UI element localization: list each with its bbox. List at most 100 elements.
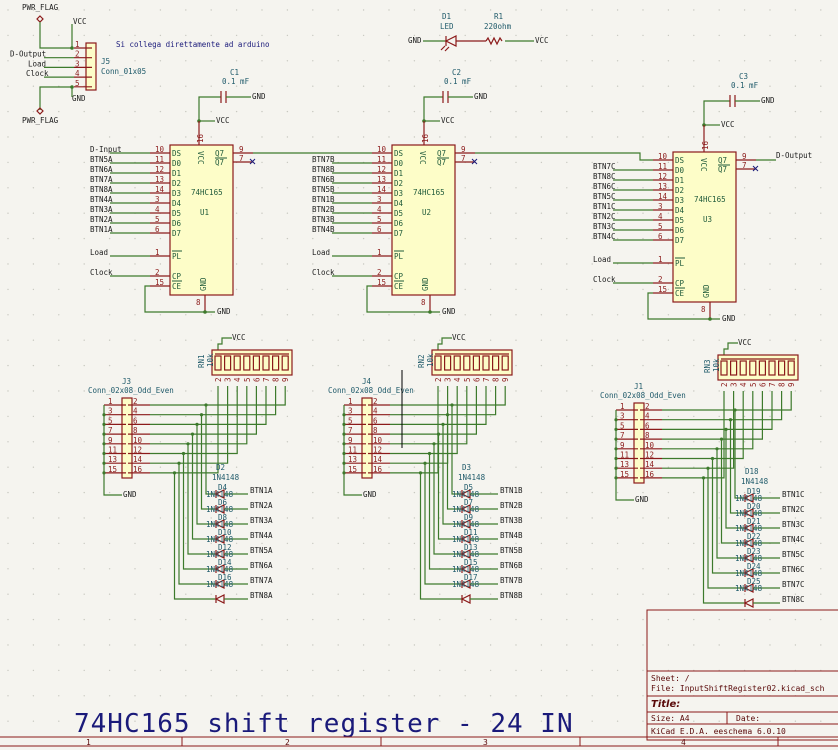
ic-pin-name: CP <box>172 272 182 281</box>
grid-dot <box>667 314 670 316</box>
ic-net-label: D-Input <box>90 145 122 154</box>
btn-net-label: BTN3B <box>500 516 523 525</box>
grid-dot <box>794 212 797 214</box>
grid-dot <box>235 212 238 214</box>
grid-dot <box>464 212 466 214</box>
grid-dot <box>591 695 593 697</box>
grid-dot <box>83 364 85 367</box>
grid-dot <box>83 263 85 265</box>
grid-dot <box>210 136 212 138</box>
conn-pin-number: 11 <box>620 451 629 460</box>
conn-gnd-label: GND <box>363 490 377 499</box>
grid-dot <box>261 593 263 595</box>
wire <box>187 443 216 555</box>
grid-dot <box>159 568 162 570</box>
btn-net-label: BTN1B <box>500 486 523 495</box>
grid-dot <box>7 237 9 240</box>
cap-gnd-label: GND <box>474 92 488 101</box>
grid-dot <box>591 466 593 468</box>
led-resistor-block[interactable]: D1 LED R1 220ohm GND VCC <box>408 12 549 52</box>
grid-dot <box>769 593 771 595</box>
grid-dot <box>362 136 365 138</box>
grid-dot <box>642 339 644 341</box>
grid-dot <box>159 720 162 722</box>
grid-dot <box>58 34 60 37</box>
grid-dot <box>337 441 339 443</box>
grid-dot <box>794 339 797 341</box>
grid-dot <box>388 491 390 494</box>
grid-dot <box>83 466 85 468</box>
btn-net-label: BTN7C <box>782 580 805 589</box>
grid-dot <box>134 85 136 87</box>
grid-dot <box>515 517 517 519</box>
grid-dot <box>261 212 263 214</box>
grid-dot <box>566 136 568 138</box>
grid-dot <box>642 110 644 113</box>
grid-dot <box>108 695 111 697</box>
grid-dot <box>540 60 543 62</box>
ic-net-label: BTN6A <box>90 165 113 174</box>
grid-dot <box>312 263 314 265</box>
grid-dot <box>540 390 543 392</box>
grid-dot <box>7 644 9 646</box>
conn-pin-number: 1 <box>620 402 625 411</box>
grid-dot <box>693 9 695 11</box>
grid-dot <box>58 110 60 113</box>
conn-pin-number: 2 <box>133 397 138 406</box>
grid-dot <box>540 542 543 545</box>
grid-dot <box>439 136 441 138</box>
grid-dot <box>337 542 339 545</box>
grid-dot <box>820 618 822 621</box>
grid-dot <box>413 720 416 722</box>
grid-dot <box>439 110 441 113</box>
grid-dot <box>769 110 771 113</box>
rn-resistor <box>758 360 767 376</box>
wire <box>150 386 267 425</box>
grid-dot <box>769 136 771 138</box>
grid-dot <box>820 60 822 62</box>
grid-dot <box>693 339 695 341</box>
ic-net-label: BTN3C <box>593 222 616 231</box>
grid-dot <box>439 644 441 646</box>
rn-resistor <box>453 355 461 371</box>
ic-pin-name: D5 <box>675 216 684 225</box>
grid-dot <box>134 263 136 265</box>
grid-dot <box>718 9 720 11</box>
grid-dot <box>185 415 187 418</box>
ic-pin-name: D6 <box>675 226 685 235</box>
grid-dot <box>261 110 263 113</box>
ic-pin-number: 1 <box>658 255 663 264</box>
conn-pin-number: 15 <box>108 465 117 474</box>
ic-net-label: BTN8C <box>593 172 616 181</box>
grid-dot <box>489 593 492 595</box>
grid-dot <box>413 339 416 341</box>
grid-dot <box>58 237 60 240</box>
grid-dot <box>693 60 695 62</box>
q7-pin-number: 9 <box>742 152 747 161</box>
rn-resistor <box>749 360 757 376</box>
grid-dot <box>464 390 466 392</box>
grid-dot <box>743 517 746 519</box>
grid-dot <box>261 314 263 316</box>
rn-vcc-label: VCC <box>452 333 466 342</box>
grid-dot <box>667 542 670 545</box>
note-text: Si collega direttamente ad arduino <box>116 40 270 49</box>
grid-dot <box>566 187 568 189</box>
grid-dot <box>235 339 238 341</box>
j5-pin-number: 4 <box>75 69 80 78</box>
grid-dot <box>32 644 35 646</box>
btn-net-label: BTN2A <box>250 501 273 510</box>
wire <box>390 386 477 435</box>
grid-dot <box>7 339 9 341</box>
grid-dot <box>337 466 339 468</box>
grid-dot <box>134 9 136 11</box>
grid-dot <box>58 441 60 443</box>
